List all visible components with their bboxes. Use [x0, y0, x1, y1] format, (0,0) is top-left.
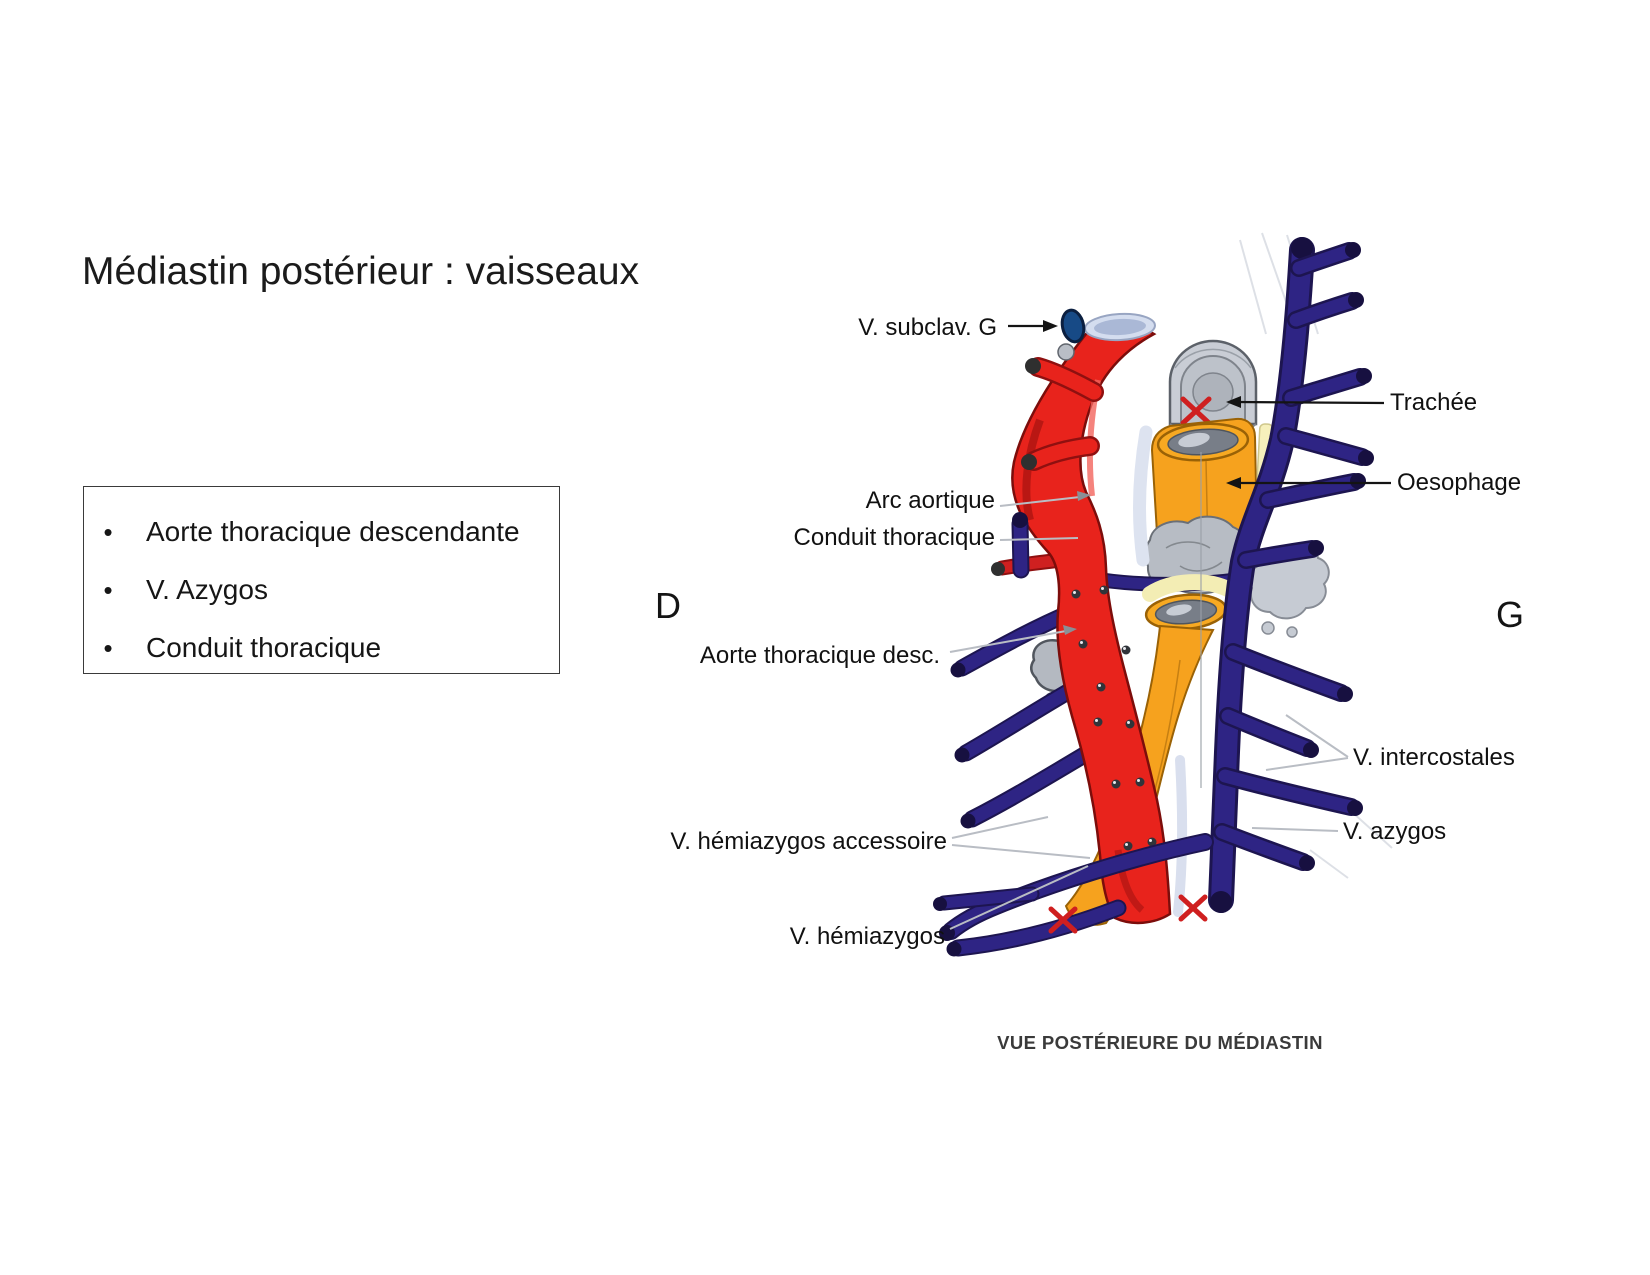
- bullet-text-conduit: Conduit thoracique: [146, 632, 382, 663]
- bullet-text-aorte: Aorte thoracique descendante: [146, 516, 520, 547]
- figure-caption: VUE POSTÉRIEURE DU MÉDIASTIN: [997, 1032, 1323, 1053]
- label-trachee: Trachée: [1390, 389, 1478, 416]
- bullet-text-azygos: V. Azygos: [146, 574, 268, 605]
- bullet-item: V. Azygos: [98, 561, 559, 619]
- cross-mark-right: [1178, 894, 1208, 922]
- arrowhead-oesophage: [1226, 477, 1241, 489]
- accessory-stub: [1011, 512, 1030, 579]
- gray-node: [1057, 343, 1075, 361]
- trachea-shape: [1168, 339, 1258, 430]
- arch-branches: [1021, 357, 1104, 471]
- slide-title: Médiastin postérieur : vaisseaux: [82, 250, 640, 293]
- cross-mark-trachea: [1180, 396, 1212, 426]
- label-oesophage: Oesophage: [1397, 469, 1522, 496]
- cream-band: [1142, 574, 1238, 602]
- orientation-letter-d: D: [655, 585, 681, 626]
- arrowhead-arc-aortique: [1077, 491, 1091, 501]
- cross-mark-left: [1048, 906, 1078, 934]
- arrowhead-subclav: [1043, 320, 1058, 332]
- label-hemiazygos-accessoire: V. hémiazygos accessoire: [670, 828, 947, 855]
- arrowhead-aorte-desc: [1063, 625, 1077, 635]
- label-hemiazygos: V. hémiazygos: [789, 923, 945, 950]
- aorta-nodes: [1071, 585, 1157, 851]
- black-leader-lines: [1008, 324, 1391, 485]
- label-intercostales: V. intercostales: [1353, 744, 1515, 771]
- subclavian-vein-stub: [1060, 308, 1086, 344]
- bullet-box: Aorte thoracique descendante V. Azygos C…: [83, 486, 560, 674]
- gray-leader-lines: [949, 496, 1349, 930]
- label-aorte-desc: Aorte thoracique desc.: [699, 642, 940, 669]
- orientation-letter-g: G: [1496, 594, 1525, 635]
- bullet-item: Aorte thoracique descendante: [98, 503, 559, 561]
- bullet-item: Conduit thoracique: [98, 619, 559, 677]
- arrowhead-trachee: [1226, 396, 1241, 408]
- label-subclavian-vein: V. subclav. G: [858, 314, 997, 341]
- label-conduit-thoracique: Conduit thoracique: [793, 524, 995, 551]
- label-azygos: V. azygos: [1343, 818, 1447, 845]
- label-arc-aortique: Arc aortique: [865, 487, 995, 514]
